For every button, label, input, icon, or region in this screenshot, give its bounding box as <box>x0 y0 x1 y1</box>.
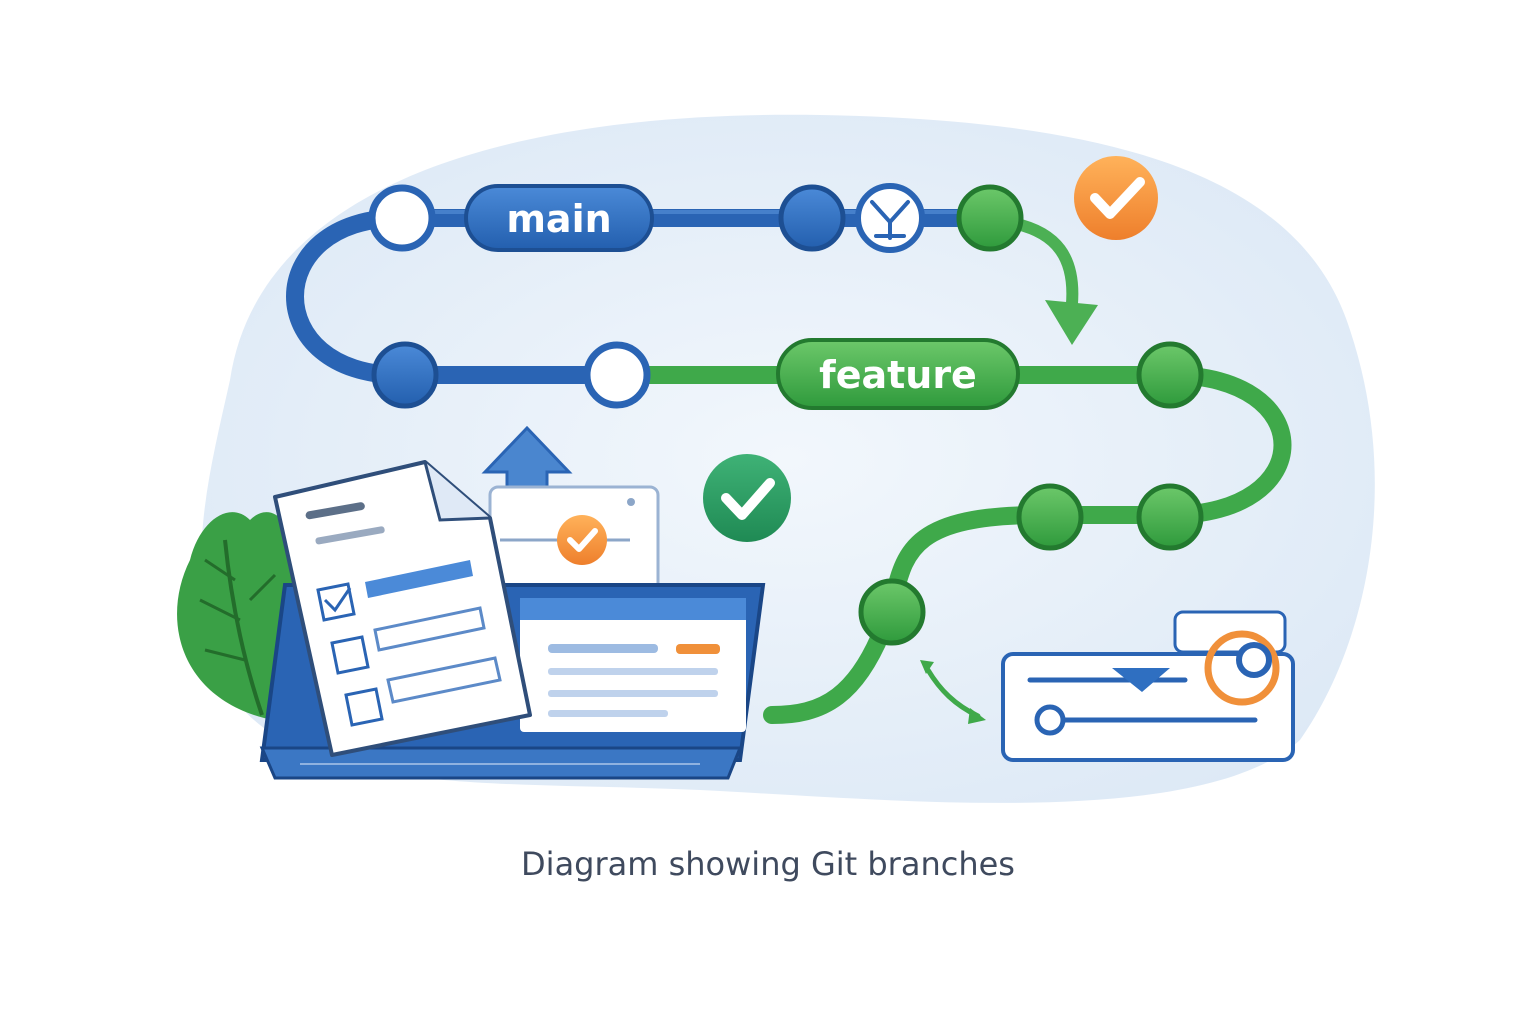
svg-text:main: main <box>506 197 611 241</box>
settings-card-icon <box>1001 610 1295 762</box>
check-icon <box>1074 156 1158 240</box>
commit-node-main-3 <box>371 341 439 409</box>
browser-window-back <box>488 485 660 599</box>
commit-node-feature-1 <box>1136 341 1204 409</box>
commit-node-main-2 <box>778 184 846 252</box>
commit-node-main-1 <box>368 184 436 252</box>
leaf-icon <box>177 512 297 720</box>
diagram-caption: Diagram showing Git branches <box>521 845 1015 883</box>
double-arrow <box>920 660 986 724</box>
check-icon <box>557 515 607 565</box>
commit-node-green-top <box>956 184 1024 252</box>
commit-node-feature-3 <box>1016 483 1084 551</box>
document-icon <box>273 460 532 757</box>
commit-node-feature-4 <box>858 578 926 646</box>
branch-point-node <box>583 341 651 409</box>
check-icon <box>703 454 791 542</box>
svg-text:feature: feature <box>819 353 977 397</box>
feature-branch-line <box>611 366 1292 724</box>
main-branch-label: main <box>464 184 654 252</box>
commit-node-feature-2 <box>1136 483 1204 551</box>
merge-icon <box>855 183 925 253</box>
feature-branch-label: feature <box>776 338 1020 410</box>
